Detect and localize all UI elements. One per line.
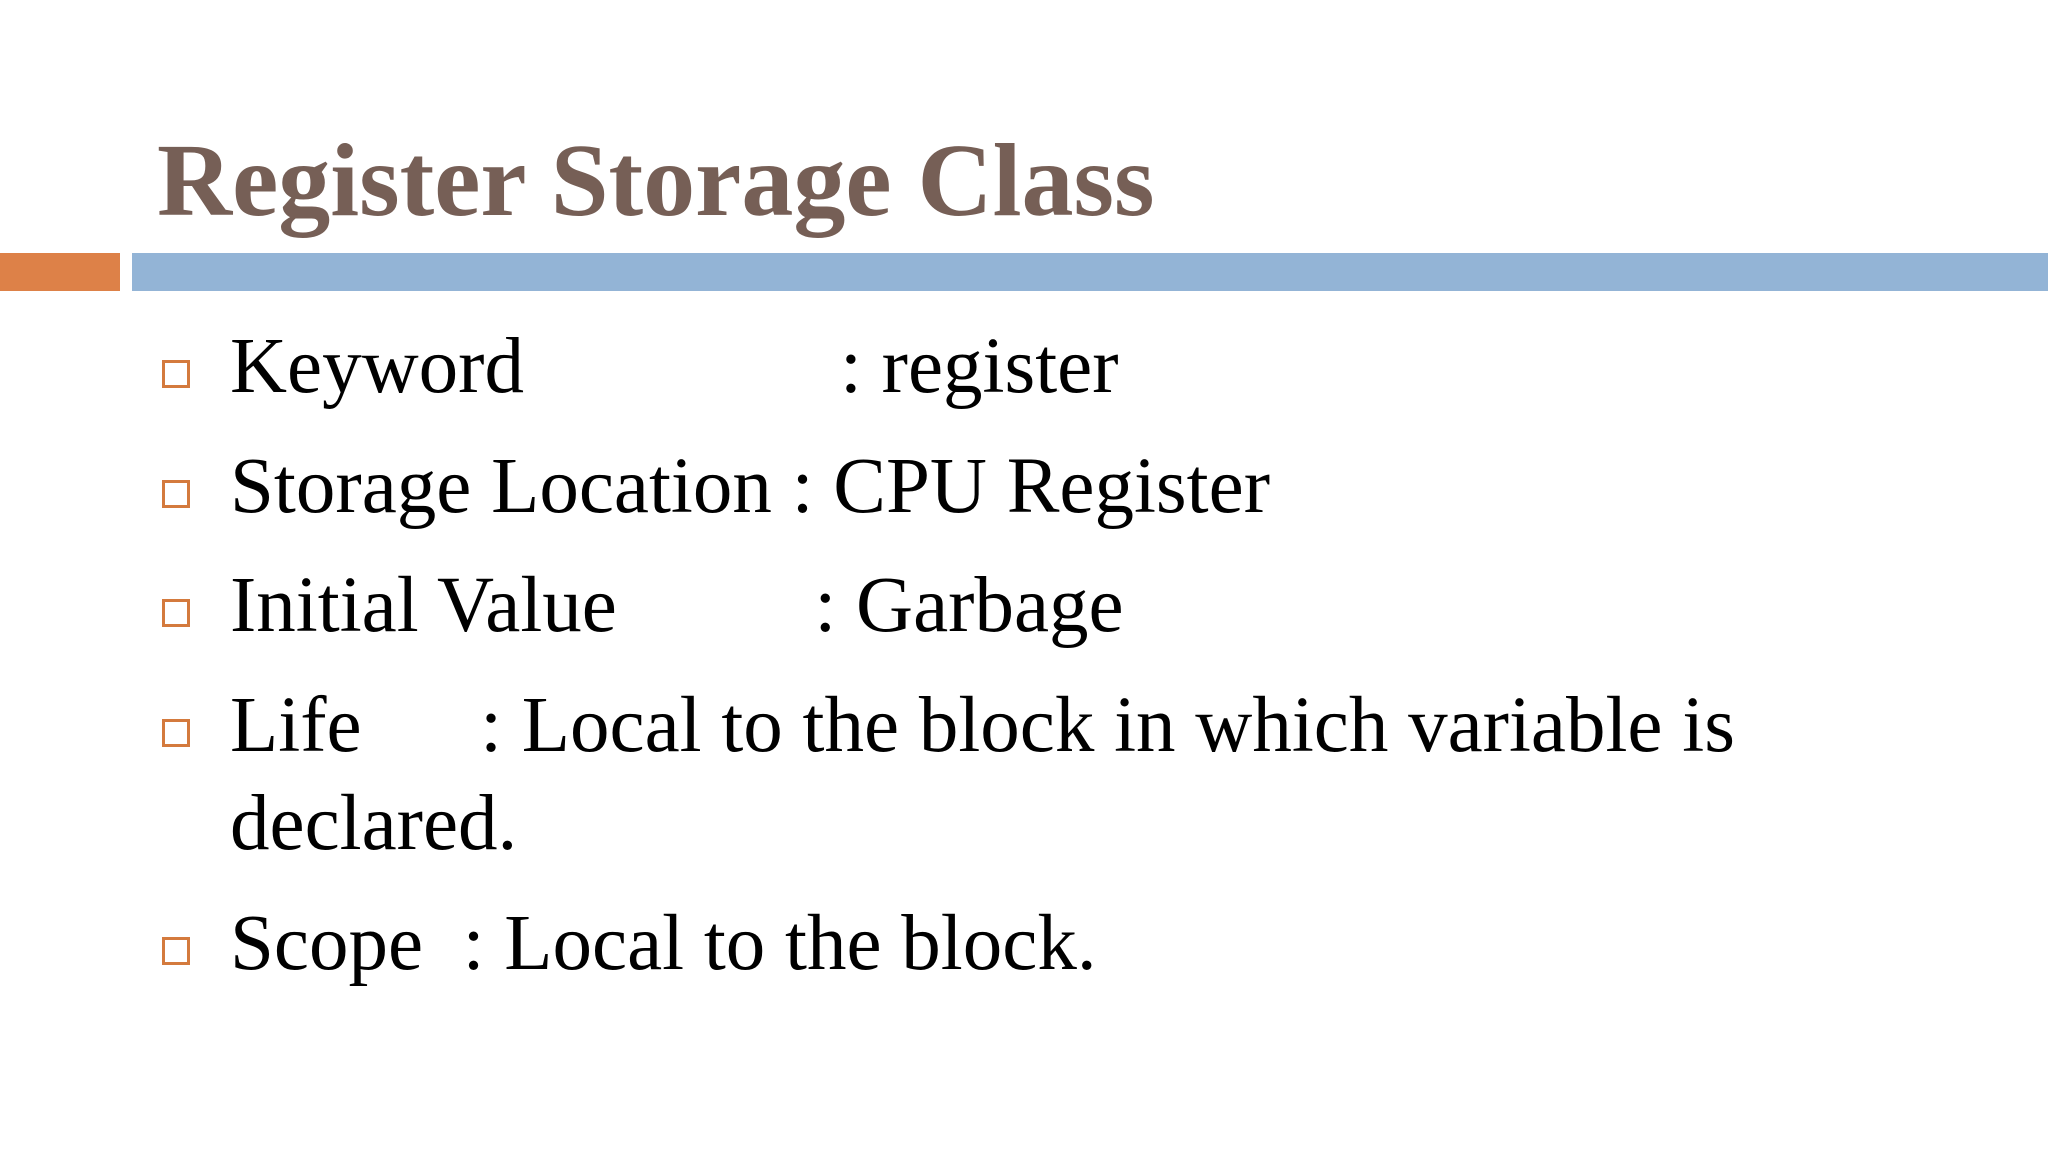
hollow-square-icon <box>162 480 190 508</box>
bullet-text: Life : Local to the block in which varia… <box>230 682 1735 867</box>
title-rule-bar <box>132 253 2048 291</box>
bullet-text: Storage Location : CPU Register <box>230 443 1270 530</box>
hollow-square-icon <box>162 937 190 965</box>
title-accent-bar <box>0 253 120 291</box>
hollow-square-icon <box>162 360 190 388</box>
bullet-text: Initial Value : Garbage <box>230 562 1124 649</box>
slide-title: Register Storage Class <box>157 123 1155 238</box>
hollow-square-icon <box>162 599 190 627</box>
hollow-square-icon <box>162 719 190 747</box>
bullet-text: Keyword : register <box>230 323 1119 410</box>
bullet-text: Scope : Local to the block. <box>230 900 1097 987</box>
